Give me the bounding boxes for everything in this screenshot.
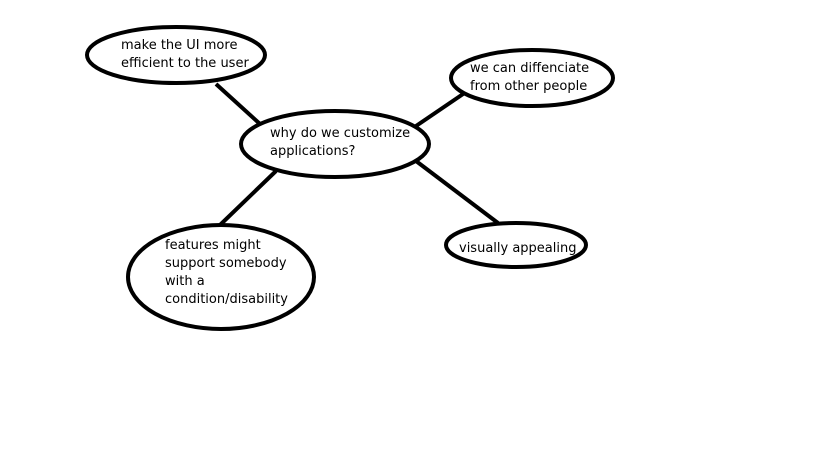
node-ellipse-differentiate: [449, 48, 615, 108]
node-label-appealing: visually appealing: [459, 241, 577, 256]
node-label-disability: features might support somebody with a c…: [165, 238, 288, 307]
node-ellipse-disability: [126, 223, 316, 331]
node-label-differentiate: we can diffenciate from other people: [470, 61, 590, 94]
connector-disability: [218, 169, 278, 227]
connector-differentiate: [414, 90, 468, 128]
node-ellipse-center: [239, 109, 431, 179]
node-label-efficient: make the UI more efficient to the user: [121, 38, 249, 71]
connector-efficient: [214, 82, 262, 126]
connector-appealing: [414, 159, 500, 225]
node-label-center: why do we customize applications?: [270, 126, 411, 159]
node-ellipse-appealing: [444, 221, 588, 269]
node-ellipse-efficient: [85, 25, 267, 85]
